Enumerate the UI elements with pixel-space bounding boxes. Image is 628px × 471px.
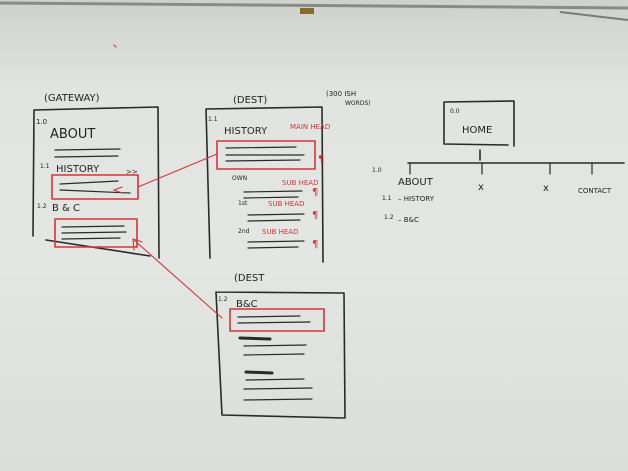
gateway-about-label: ABOUT: [50, 127, 95, 142]
dest-bc-highlight: [230, 309, 324, 331]
gateway-bc-number: 1.2: [37, 203, 47, 210]
sitemap-contact-label: CONTACT: [578, 187, 612, 195]
dest-history-own: OWN: [232, 175, 247, 182]
dest-history-number: 1.1: [208, 116, 218, 123]
dest-bc-wireframe: (DEST 1.2 B&C: [216, 273, 345, 418]
dest-history-heading: HISTORY: [224, 126, 268, 137]
sitemap-about-label: ABOUT: [398, 177, 434, 188]
dest-history-para-mark-4: ¶: [312, 239, 318, 250]
sitemap-bc-number: 1.2: [384, 214, 394, 221]
gateway-wireframe: (GATEWAY) 1.0 ABOUT 1.1 HISTORY >> 1.2 B…: [33, 93, 159, 258]
gateway-title: (GATEWAY): [44, 93, 100, 104]
dest-history-sub-head-1: SUB HEAD: [282, 179, 318, 187]
sitemap-x-1: x: [478, 182, 484, 193]
history-link-line: [138, 154, 217, 187]
sitemap-history-label: – HISTORY: [398, 195, 435, 203]
sitemap-home-label: HOME: [462, 125, 492, 136]
stray-mark: [114, 45, 116, 47]
sitemap-about-number: 1.0: [372, 167, 382, 174]
gateway-history-label: HISTORY: [56, 164, 100, 175]
dest-history-main-head: MAIN HEAD: [290, 123, 330, 131]
sitemap-diagram: 0.0 HOME 1.0 ABOUT x x CONTACT 1.1 – HIS…: [372, 101, 624, 224]
dest-bc-scribble-2: [246, 372, 272, 373]
dest-history-para-mark-3: ¶: [312, 210, 318, 221]
dest-history-note-words: WORDS): [345, 100, 371, 107]
sitemap-history-number: 1.1: [382, 195, 392, 202]
dest-history-first: 1st: [238, 200, 248, 207]
dest-history-second: 2nd: [238, 228, 250, 235]
gateway-bc-label: B & C: [52, 203, 80, 214]
dest-bc-title: (DEST: [234, 273, 265, 284]
dest-bc-number: 1.2: [218, 296, 228, 303]
gateway-about-number: 1.0: [36, 118, 47, 126]
sitemap-x-2: x: [543, 183, 549, 194]
dest-history-sub-head-2: SUB HEAD: [268, 200, 304, 208]
board-top-frame: [0, 3, 628, 20]
dest-history-para-mark-2: ¶: [312, 187, 318, 198]
dest-history-title: (DEST): [233, 95, 267, 106]
dest-bc-scribble-1: [240, 338, 270, 339]
gateway-history-number: 1.1: [40, 163, 50, 170]
dest-history-wireframe: (DEST) (300 ISH WORDS) 1.1 HISTORY MAIN …: [206, 90, 371, 262]
sitemap-home-number: 0.0: [450, 108, 460, 115]
sitemap-bc-label: – B&C: [398, 216, 419, 224]
dest-history-para-mark-1: ¶: [318, 154, 324, 165]
dest-history-sub-head-3: SUB HEAD: [262, 228, 298, 236]
gateway-history-highlight: [52, 175, 138, 199]
dest-history-note: (300 ISH: [326, 90, 356, 98]
bc-link-line: [134, 240, 222, 318]
